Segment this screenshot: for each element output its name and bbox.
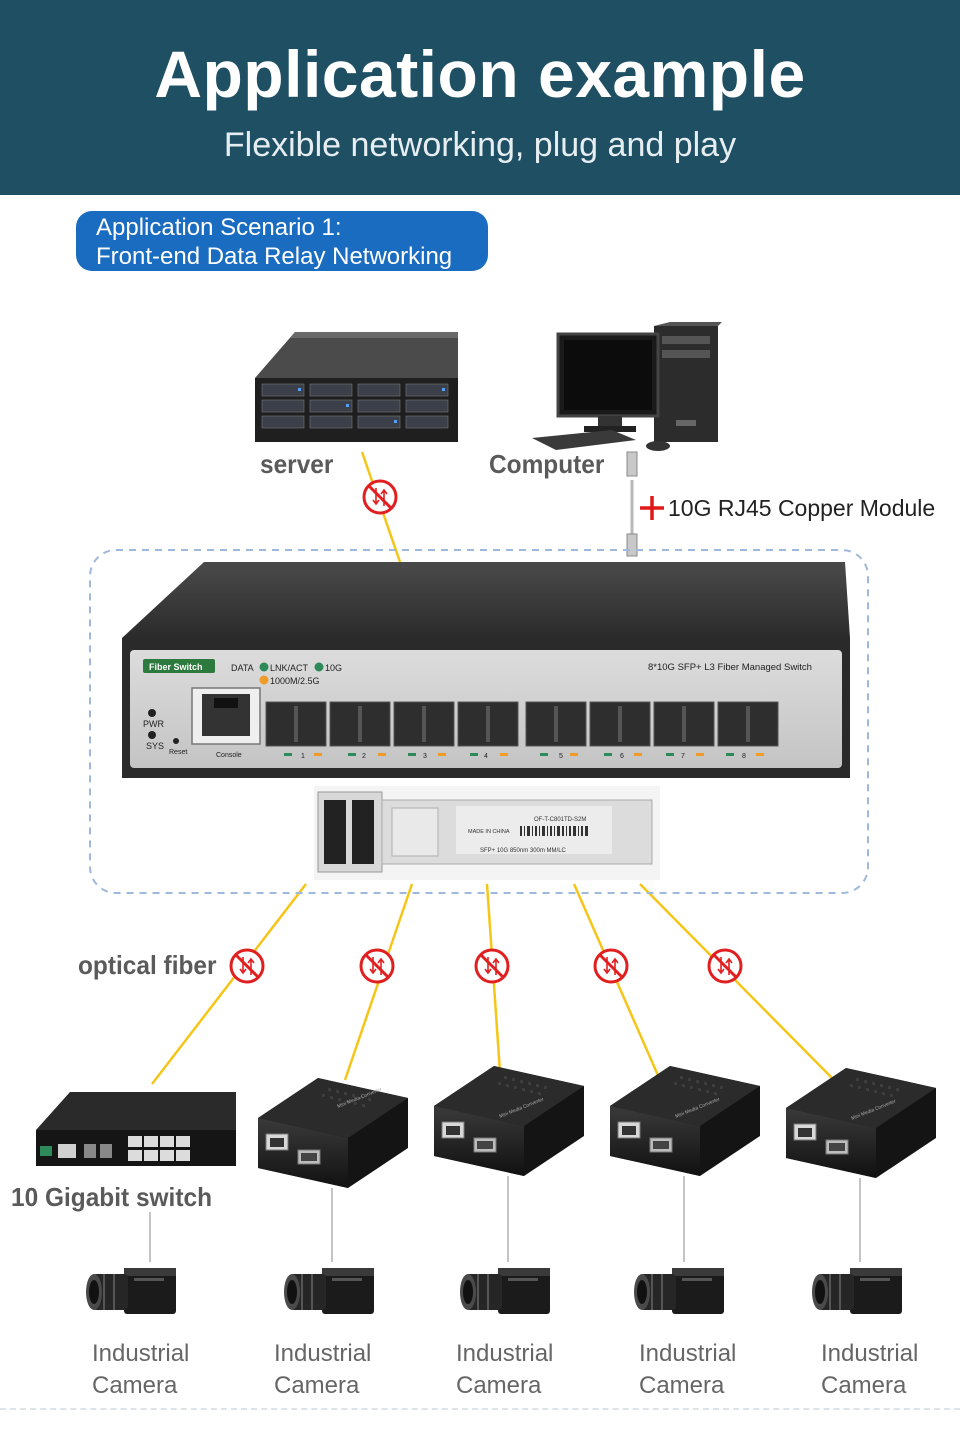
- camera-label-3: Industrial Camera: [456, 1338, 586, 1402]
- gigabit-switch-icon: [36, 1092, 236, 1166]
- pwr-label: PWR: [143, 719, 164, 729]
- scenario-badge: Application Scenario 1: Front-end Data R…: [76, 211, 488, 271]
- camera-label-2: Industrial Camera: [274, 1338, 404, 1402]
- no-entry-icon: [474, 948, 510, 984]
- port-number-4: 4: [484, 753, 488, 760]
- camera-label-line: Camera: [821, 1372, 907, 1399]
- no-entry-icon: [707, 948, 743, 984]
- legend-data: DATA: [231, 663, 254, 673]
- no-entry-icon: [229, 948, 265, 984]
- media-converter-2: [433, 1065, 585, 1177]
- server-icon: [255, 332, 458, 442]
- industrial-camera-icon-2: [283, 1267, 375, 1315]
- plus-icon: [640, 496, 664, 520]
- switch-group-box: [89, 549, 869, 894]
- camera-label-line: Camera: [639, 1372, 725, 1399]
- scenario-line-2: Front-end Data Relay Networking: [96, 243, 453, 270]
- bottom-divider: [0, 1408, 960, 1410]
- reset-label: Reset: [169, 749, 187, 756]
- port-number-1: 1: [301, 753, 305, 760]
- camera-label-1: Industrial Camera: [92, 1338, 222, 1402]
- copper-module-label: 10G RJ45 Copper Module: [668, 495, 936, 521]
- industrial-camera-icon-5: [811, 1267, 903, 1315]
- fiber-link-5: [639, 883, 833, 1079]
- sfp-spec: SFP+ 10G 850nm 300m MM/LC: [480, 848, 567, 854]
- media-converter-4: [785, 1067, 937, 1179]
- camera-label-line: Industrial: [639, 1340, 737, 1367]
- camera-label-5: Industrial Camera: [821, 1338, 951, 1402]
- camera-links: [149, 1176, 861, 1262]
- camera-label-line: Camera: [274, 1372, 360, 1399]
- fiber-link-1: [151, 883, 307, 1085]
- server-label: server: [260, 449, 334, 479]
- fiber-switch: Fiber Switch DATA LNK/ACT 10G 1000M/2.5G…: [122, 562, 850, 778]
- camera-label-line: Industrial: [274, 1340, 372, 1367]
- sfp-module: OF-T-C801TD-S2M MADE IN CHINA SFP+ 10G 8…: [314, 786, 660, 880]
- camera-label-line: Industrial: [821, 1340, 919, 1367]
- legend-10g: 10G: [325, 663, 342, 673]
- page-title: Application example: [154, 37, 806, 111]
- industrial-camera-icon-3: [459, 1267, 551, 1315]
- camera-label-line: Camera: [92, 1372, 178, 1399]
- sfp-part-number: OF-T-C801TD-S2M: [534, 817, 586, 823]
- no-entry-icon: [362, 479, 398, 515]
- port-number-7: 7: [681, 753, 685, 760]
- page-subtitle: Flexible networking, plug and play: [223, 126, 737, 164]
- optical-fiber-label: optical fiber: [78, 950, 217, 980]
- port-number-2: 2: [362, 753, 366, 760]
- legend-1000m: 1000M/2.5G: [270, 676, 320, 686]
- copper-cable: [626, 451, 638, 557]
- camera-label-line: Industrial: [456, 1340, 554, 1367]
- scenario-line-1: Application Scenario 1:: [96, 214, 342, 241]
- no-entry-icon: [593, 948, 629, 984]
- sfp-made-in: MADE IN CHINA: [468, 829, 510, 835]
- camera-label-line: Camera: [456, 1372, 542, 1399]
- computer-icon: [532, 322, 722, 451]
- camera-label-4: Industrial Camera: [639, 1338, 769, 1402]
- port-number-8: 8: [742, 753, 746, 760]
- port-number-5: 5: [559, 753, 563, 760]
- header-banner: Application example Flexible networking,…: [0, 0, 960, 195]
- port-number-3: 3: [423, 753, 427, 760]
- industrial-camera-icon-1: [85, 1267, 177, 1315]
- media-converter-1: [257, 1077, 409, 1189]
- console-label: Console: [216, 752, 242, 759]
- industrial-camera-icon-4: [633, 1267, 725, 1315]
- camera-label-line: Industrial: [92, 1340, 190, 1367]
- legend-lnk-act: LNK/ACT: [270, 663, 309, 673]
- sys-label: SYS: [146, 741, 164, 751]
- media-converter-3: [609, 1065, 761, 1177]
- no-entry-icon: [359, 948, 395, 984]
- switch-badge: Fiber Switch: [149, 662, 203, 672]
- gigabit-switch-label: 10 Gigabit switch: [11, 1182, 212, 1212]
- computer-label: Computer: [489, 449, 605, 479]
- switch-model: 8*10G SFP+ L3 Fiber Managed Switch: [648, 662, 812, 673]
- port-number-6: 6: [620, 753, 624, 760]
